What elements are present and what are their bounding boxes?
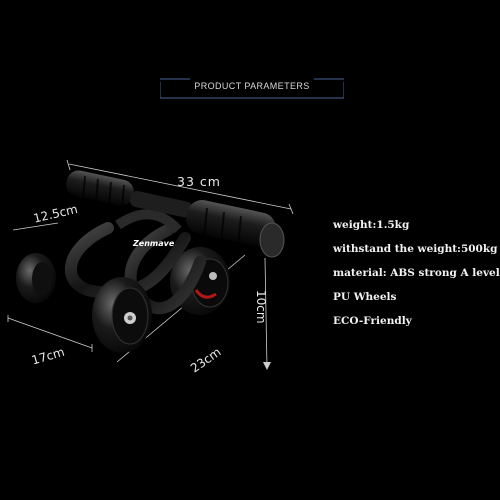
spec-eco: ECO-Friendly — [333, 315, 412, 327]
spec-capacity: withstand the weight:500kg — [333, 243, 498, 255]
header-title: PRODUCT PARAMETERS — [194, 81, 310, 91]
side-dimension-label: 10cm — [254, 290, 268, 324]
spec-list: weight:1.5kg withstand the weight:500kg … — [333, 218, 500, 338]
spec-wheels: PU Wheels — [333, 291, 397, 303]
front-wheel — [92, 277, 152, 353]
spec-material: material: ABS strong A level — [333, 267, 500, 279]
product-parameters-header: PRODUCT PARAMETERS — [160, 76, 344, 100]
handle-bar: Zenmave — [66, 170, 285, 258]
spec-weight: weight:1.5kg — [333, 219, 410, 231]
left-wheel — [16, 253, 56, 303]
header-bracket-frame — [160, 78, 344, 99]
brand-logo-text: Zenmave — [132, 239, 175, 248]
width-dimension-label: 33 cm — [177, 174, 221, 189]
